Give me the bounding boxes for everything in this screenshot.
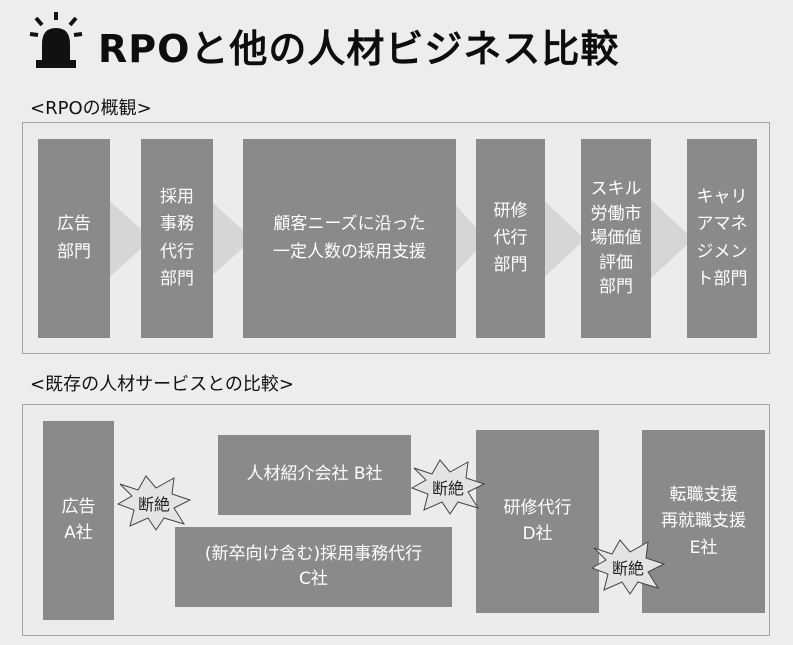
- break-label: 断絶: [137, 495, 170, 514]
- box-company-d: 研修代行 D社: [476, 430, 599, 613]
- box-company-c: (新卒向け含む)採用事務代行 C社: [175, 527, 452, 607]
- arrow-icon: [647, 196, 693, 282]
- arrow-icon: [539, 196, 585, 282]
- comparison-label: <既存の人材サービスとの比較>: [30, 374, 294, 395]
- box-company-a: 広告 A社: [43, 421, 114, 620]
- box-recruiting-admin-dept: 採用 事務 代行 部門: [141, 139, 213, 338]
- break-label: 断絶: [611, 559, 644, 578]
- box-advertising-dept: 広告 部門: [38, 139, 110, 338]
- arrow-icon: [447, 196, 487, 282]
- break-burst-icon: [116, 475, 192, 531]
- arrow-icon: [205, 196, 253, 282]
- break-label: 断絶: [431, 479, 464, 498]
- siren-icon: [29, 12, 83, 68]
- box-career-mgmt-dept: キャリ アマネ ジメン ト部門: [687, 139, 757, 338]
- overview-label: <RPOの概観>: [30, 98, 152, 119]
- page-title: RPOと他の人材ビジネス比較: [98, 27, 620, 71]
- break-burst-icon: [410, 459, 486, 515]
- box-training-dept: 研修 代行 部門: [476, 139, 545, 338]
- box-company-e: 転職支援 再就職支援 E社: [642, 430, 765, 613]
- break-burst-icon: [590, 539, 666, 595]
- box-skill-eval-dept: スキル 労働市 場価値 評価 部門: [581, 139, 651, 338]
- box-company-b: 人材紹介会社 B社: [218, 435, 411, 515]
- arrow-icon: [104, 196, 152, 282]
- box-recruiting-support: 顧客ニーズに沿った 一定人数の採用支援: [243, 139, 456, 338]
